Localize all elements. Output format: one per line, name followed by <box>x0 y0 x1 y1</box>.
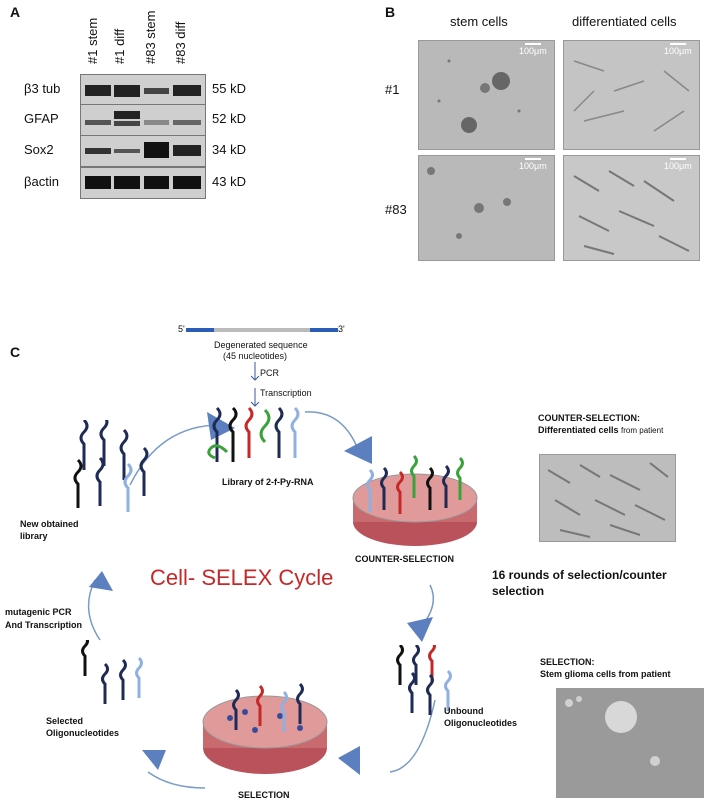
scale-bar-label: 100μm <box>519 158 547 171</box>
new-library-line1: New obtained <box>20 519 79 529</box>
kd-b3tub: 55 kD <box>212 81 246 96</box>
row-label-b3tub: β3 tub <box>24 81 61 96</box>
unbound-line1: Unbound <box>444 706 484 716</box>
mutagenic-line1: mutagenic PCR <box>5 607 72 617</box>
blot-row-gfap <box>80 104 206 136</box>
blot-row-b3tub <box>80 74 206 106</box>
blot-row-bactin <box>80 167 206 199</box>
counter-selection-label: COUNTER-SELECTION <box>355 554 454 564</box>
seq-5-label: 5' <box>178 324 185 334</box>
micrograph-diff-83: 100μm <box>563 155 700 261</box>
selection-micrograph <box>556 688 704 798</box>
counter-desc-small: from patient <box>621 426 664 435</box>
selection-label: SELECTION <box>238 790 290 800</box>
row-label-sox2: Sox2 <box>24 142 54 157</box>
micrograph-diff-1: 100μm <box>563 40 700 150</box>
panel-b-letter: B <box>385 4 396 20</box>
lane-label-1: #1 stem <box>85 17 100 64</box>
row-label-gfap: GFAP <box>24 111 59 126</box>
scale-bar-label: 100μm <box>664 158 692 171</box>
degenerated-line1: Degenerated sequence <box>214 340 308 350</box>
selection-desc: Stem glioma cells from patient <box>540 669 671 679</box>
degenerated-line2: (45 nucleotides) <box>223 351 288 361</box>
lane-label-2: #1 diff <box>112 28 127 64</box>
unbound-oligos-cluster <box>396 645 452 715</box>
seq-3-label: 3' <box>338 324 345 334</box>
panel-a-letter: A <box>10 4 21 20</box>
down-arrows <box>250 362 260 407</box>
row-label-bactin: βactin <box>24 174 59 189</box>
kd-sox2: 34 kD <box>212 142 246 157</box>
unbound-line2: Oligonucleotides <box>444 718 518 728</box>
counter-desc-main: Differentiated cells <box>538 425 619 435</box>
lane-label-3: #83 stem <box>143 10 158 64</box>
cycle-title: Cell- SELEX Cycle <box>150 565 334 590</box>
micrograph-stem-83: 100μm <box>418 155 555 261</box>
col-label-stem: stem cells <box>450 14 508 29</box>
new-library-line2: library <box>20 531 48 541</box>
selected-oligos-cluster <box>81 640 143 704</box>
selected-line2: Oligonucleotides <box>46 728 120 738</box>
pcr-label: PCR <box>260 368 280 378</box>
mutagenic-line2: And Transcription <box>5 620 83 630</box>
counter-selection-dish <box>352 454 478 546</box>
counter-title: COUNTER-SELECTION: <box>538 413 640 423</box>
rounds-line2: selection <box>492 584 545 598</box>
micrograph-stem-1: 100μm <box>418 40 555 150</box>
selected-line1: Selected <box>46 716 84 726</box>
row-label-1: #1 <box>385 82 400 97</box>
counter-micrograph <box>539 454 676 542</box>
blot-row-sox2 <box>80 135 206 167</box>
panel-c-letter: C <box>10 344 21 360</box>
scale-bar-label: 100μm <box>664 43 692 56</box>
transcription-label: Transcription <box>260 388 312 398</box>
rounds-line1: 16 rounds of selection/counter <box>492 568 667 582</box>
rna-library-cluster <box>207 406 300 462</box>
cycle-arrows <box>87 411 436 789</box>
sequence-bar <box>186 328 338 332</box>
kd-bactin: 43 kD <box>212 174 246 189</box>
col-label-diff: differentiated cells <box>572 14 677 29</box>
selection-dish <box>202 682 328 774</box>
new-library-cluster <box>73 420 149 512</box>
scale-bar-label: 100μm <box>519 43 547 56</box>
row-label-83: #83 <box>385 202 407 217</box>
library-label: Library of 2-f-Py-RNA <box>222 477 314 487</box>
selection-title: SELECTION: <box>540 657 595 667</box>
counter-desc: Differentiated cells from patient <box>538 425 663 435</box>
kd-gfap: 52 kD <box>212 111 246 126</box>
lane-label-4: #83 diff <box>173 21 188 64</box>
